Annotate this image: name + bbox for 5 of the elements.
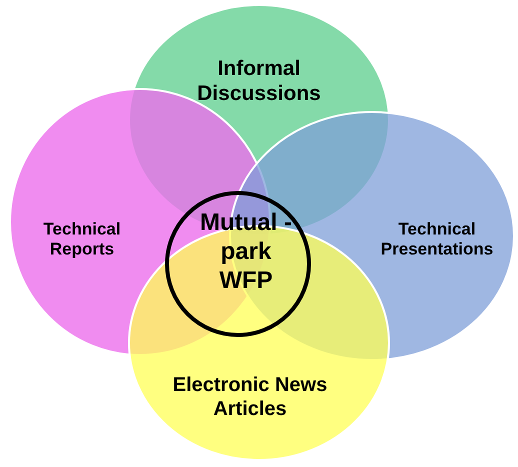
circle-label: Electronic News Articles bbox=[172, 373, 328, 421]
circle-label: Mutual -park WFP bbox=[199, 208, 293, 296]
circle-label: Informal Discussions bbox=[196, 56, 322, 106]
circle-label: Technical Reports bbox=[42, 220, 122, 260]
circle-label: Technical Presentations bbox=[380, 220, 494, 260]
